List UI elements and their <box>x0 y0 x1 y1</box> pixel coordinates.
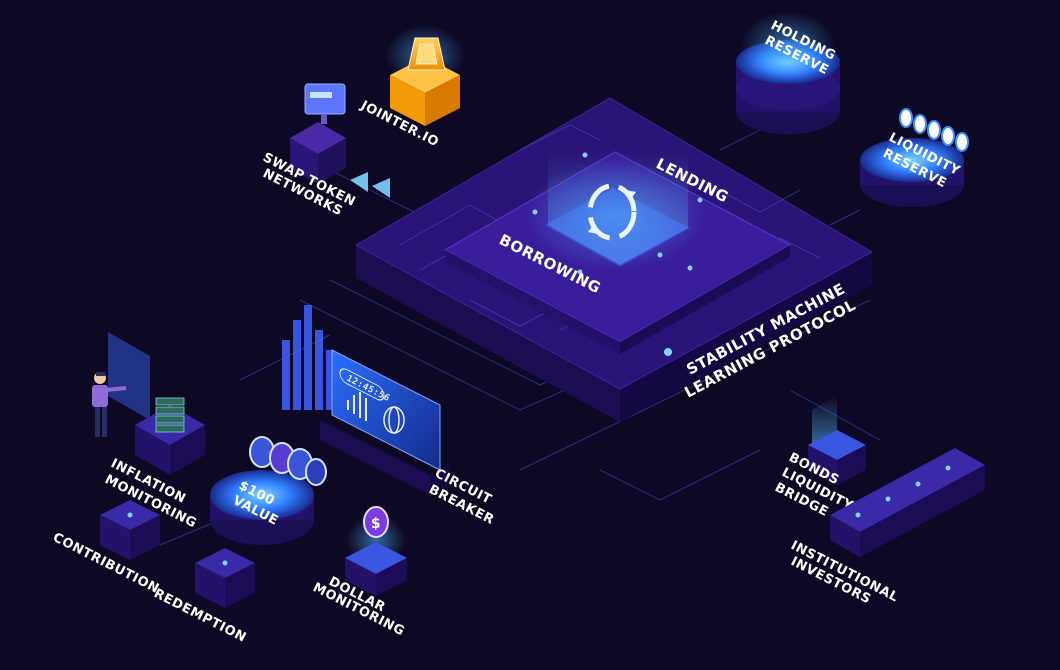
globe-icon <box>383 406 405 434</box>
dollar-coin-icon: $ <box>363 506 389 538</box>
contribution-right <box>130 515 160 560</box>
core-platform: LENDING BORROWING STABILITY MACHINE LEAR… <box>354 97 874 422</box>
jointer-left <box>390 75 425 126</box>
circuit-breaker-node: 12:45:56 CIRCUIT BREAKER <box>282 305 497 528</box>
screen-base-right <box>430 465 450 495</box>
clock-frame <box>339 368 385 401</box>
screen-panel <box>331 349 441 471</box>
transfer-arrows-icon <box>350 172 390 198</box>
contribution-node: CONTRIBUTION <box>50 500 162 597</box>
bonds-right <box>837 445 866 485</box>
inflation-left <box>135 425 170 475</box>
redemption-node: REDEMPTION <box>151 548 255 646</box>
inner-tier-side-right <box>620 245 790 354</box>
inner-tier-side <box>445 250 620 354</box>
platform-side-left <box>356 245 620 422</box>
bonds-left <box>808 445 837 485</box>
holding-halo <box>740 11 836 79</box>
contribution-left <box>100 515 130 560</box>
redemption-right <box>225 563 255 608</box>
swap-right <box>318 138 346 184</box>
person-icon <box>92 372 127 437</box>
core-nodes <box>532 152 703 356</box>
jointer-node: JOINTER.IO <box>357 25 465 150</box>
investors-right <box>860 465 985 557</box>
core-beam <box>548 150 688 265</box>
redemption-led <box>222 560 228 566</box>
swap-left <box>290 138 318 184</box>
dollar-symbol: $ <box>371 516 381 532</box>
liquidity-top <box>860 138 964 182</box>
redemption-left <box>195 563 225 608</box>
server-stack-icon <box>155 397 185 433</box>
bar-graph-icon <box>347 392 367 421</box>
bar-chart-hologram <box>282 305 334 410</box>
bonds-beam <box>812 395 837 445</box>
investor-leds <box>855 465 951 518</box>
holding-reserve-node: HOLDING RESERVE <box>736 11 840 134</box>
dollar-monitoring-node: $ DOLLAR MONITORING <box>310 506 407 639</box>
contribution-led <box>127 512 133 518</box>
inflation-right <box>170 425 205 475</box>
value-node: $100 VALUE <box>210 436 327 545</box>
jointer-logo-icon <box>407 37 446 71</box>
value-top <box>210 470 314 520</box>
jointer-right <box>425 75 460 126</box>
coin-cluster-icon <box>249 436 327 486</box>
liquidity-reserve-node: LIQUIDITY RESERVE <box>860 108 969 207</box>
screen-base-left <box>320 420 430 495</box>
investors-left <box>830 515 860 557</box>
computer-monitor-icon <box>304 83 346 124</box>
dollar-right <box>376 558 407 596</box>
dollar-left <box>345 558 376 596</box>
holo-panel <box>108 332 150 420</box>
coin-row-icon <box>899 108 969 152</box>
platform-side-right <box>620 252 872 422</box>
bonds-node: BONDS LIQUIDITY BRIDGE <box>772 395 866 520</box>
inflation-node: INFLATION MONITORING <box>92 332 205 531</box>
sync-icon <box>587 183 637 241</box>
